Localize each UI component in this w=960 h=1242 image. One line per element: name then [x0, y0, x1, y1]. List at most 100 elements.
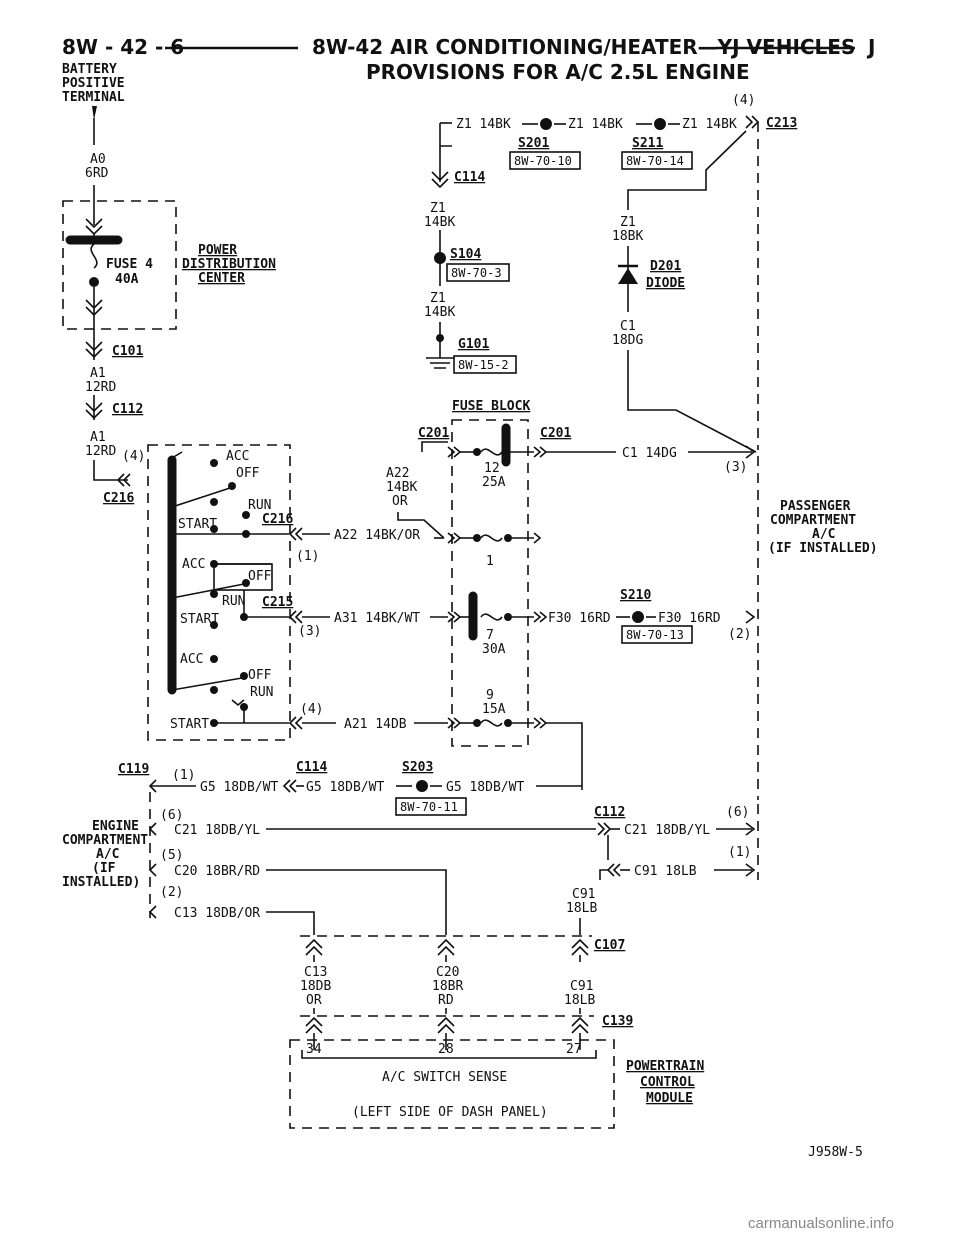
pdc-label-2: DISTRIBUTION [182, 257, 276, 272]
z1-top-1: Z1 14BK [456, 117, 511, 132]
page-subtitle: PROVISIONS FOR A/C 2.5L ENGINE [366, 60, 750, 84]
c112-top-label: C112 [112, 402, 143, 417]
f30-b-label: F30 16RD [658, 611, 721, 626]
pcm-pin28: 28 [438, 1042, 454, 1057]
c201-right-label: C201 [540, 426, 571, 441]
wire-c20 [266, 869, 447, 935]
z1-a-label: Z1 [430, 201, 446, 216]
c213-pin2-arrow-icon [745, 610, 756, 624]
fuse9-dot-r [504, 719, 512, 727]
pcm-label-3: MODULE [646, 1091, 693, 1106]
sw3-run: RUN [250, 685, 273, 700]
wire-c1-18dg [627, 350, 757, 453]
c215-connector-icon [288, 610, 303, 624]
pdc-terminal-dot [89, 277, 99, 287]
c91-drop [599, 869, 608, 880]
c21-b-label: C21 18DB/YL [624, 823, 710, 838]
sw1-start-dot [210, 525, 218, 533]
pin1-c112: (1) [728, 845, 751, 860]
fuse7-dot-r [504, 613, 512, 621]
fuse-block-label: FUSE BLOCK [452, 399, 530, 414]
c20-b-1: C20 [436, 965, 459, 980]
c13-b-2: 18DB [300, 979, 331, 994]
a21-wire-label: A21 14DB [344, 717, 407, 732]
wire-a22-stub [421, 441, 448, 452]
c119-label: C119 [118, 762, 149, 777]
fuse12-connector-l-icon [447, 446, 462, 458]
sw2-off-dot [242, 579, 250, 587]
z1-c-gauge: 18BK [612, 229, 643, 244]
sw3-start: START [170, 717, 209, 732]
sw1-acc: ACC [226, 449, 249, 464]
sw3-pivot [210, 686, 218, 694]
c1-a-gauge: 18DG [612, 333, 643, 348]
sw2-run: RUN [222, 594, 245, 609]
fuse4-label: FUSE 4 [106, 257, 153, 272]
pin3-c213: (3) [724, 460, 747, 475]
pin6-c119: (6) [160, 808, 183, 823]
c114-top-connector-icon [431, 171, 449, 189]
pin3-sw: (3) [298, 624, 321, 639]
sw1-run-dot [242, 511, 250, 519]
fuse9-connector-r-icon [533, 717, 548, 729]
s201-ref: 8W-70-10 [514, 154, 572, 168]
c107-pin-icon [305, 938, 323, 956]
c112-connector-icon [85, 402, 103, 420]
c119-pin5-arrow-icon [148, 863, 157, 877]
c215-connector-b-icon [288, 716, 303, 730]
s211-ref-box [621, 151, 693, 170]
a22-wire-label: A22 14BK/OR [334, 528, 420, 543]
g101-dot [436, 334, 444, 342]
fuse9-rating: 15A [482, 702, 506, 717]
engine-label-2: COMPARTMENT [62, 833, 148, 848]
c107-pin-icon [437, 938, 455, 956]
c13-b-3: OR [306, 993, 322, 1008]
a1-label: A1 [90, 366, 106, 381]
fuse12-connector-r-icon [533, 446, 548, 458]
c20-a-label: C20 18BR/RD [174, 864, 260, 879]
sw1-contact [171, 487, 231, 508]
pin2-c213: (2) [728, 627, 751, 642]
c91-b-gauge: 18LB [566, 901, 597, 916]
passenger-label-2: COMPARTMENT [770, 513, 856, 528]
c119-pin2-arrow-icon [148, 905, 157, 919]
ground-icon [426, 357, 454, 369]
c114-top-label: C114 [454, 170, 485, 185]
s210-ref: 8W-70-13 [626, 628, 684, 642]
wire-a22-b [397, 512, 445, 539]
pin2-c119: (2) [160, 885, 183, 900]
c1-a-label: C1 [620, 319, 636, 334]
battery-label-3: TERMINAL [62, 90, 125, 105]
diode-icon [618, 268, 638, 284]
z1-b-gauge: 14BK [424, 305, 455, 320]
c20-b-2: 18BR [432, 979, 463, 994]
pcm-box [289, 1039, 615, 1129]
s210-splice-dot [632, 611, 644, 623]
s210-ref-box [621, 625, 693, 644]
passenger-label-1: PASSENGER [780, 499, 851, 514]
pin4-c213: (4) [732, 93, 755, 108]
fuse7-connector-l-icon [447, 611, 462, 623]
fuse4-rating: 40A [115, 272, 139, 287]
sw2-link-box [213, 563, 273, 591]
fuse9-dot-l [473, 719, 481, 727]
c101-connector-icon [85, 341, 103, 359]
fuse4-icon [90, 243, 98, 269]
engine-label-1: ENGINE [92, 819, 139, 834]
sw3-off: OFF [248, 668, 272, 683]
switch-bar-top [171, 451, 183, 459]
fuse1-dot-l [473, 534, 481, 542]
pdc-label-1: POWER [198, 243, 237, 258]
battery-arrow-icon [92, 106, 97, 120]
ac-switch-sense: A/C SWITCH SENSE [382, 1070, 507, 1085]
c216-right-label: C216 [262, 512, 293, 527]
s104-ref: 8W-70-3 [451, 266, 502, 280]
fuse12-icon [480, 448, 503, 456]
c139-pin-icon [305, 1016, 323, 1034]
sw2-off: OFF [248, 569, 272, 584]
passenger-label-3: A/C [812, 527, 835, 542]
s201-label: S201 [518, 136, 549, 151]
a22-stub-1: A22 [386, 466, 409, 481]
watermark: carmanualsonline.info [748, 1215, 894, 1232]
fuse1-dot-r [504, 534, 512, 542]
